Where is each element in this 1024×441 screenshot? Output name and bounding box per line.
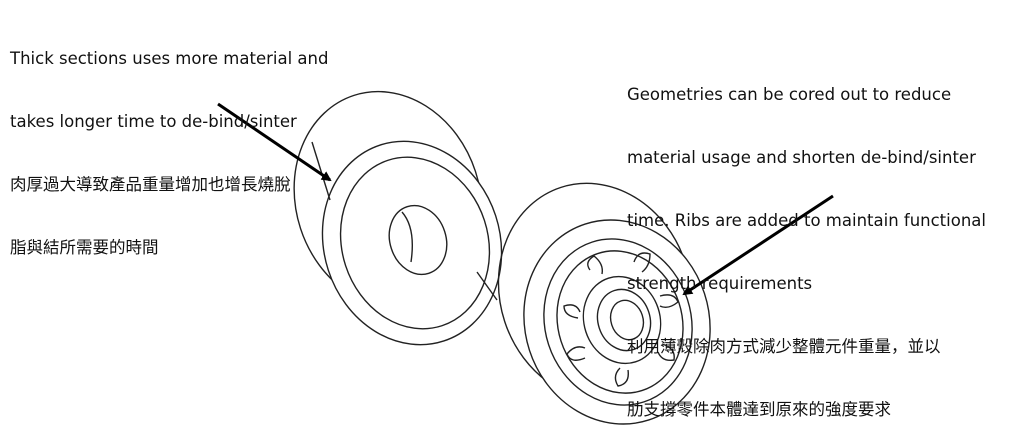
part-comparison-illustration	[217, 90, 834, 425]
right-note-line-2: material usage and shorten de-bind/sinte…	[627, 148, 976, 167]
solid-thick-part	[293, 90, 503, 346]
right-note-line-5: 利用薄殼除肉方式減少整體元件重量，並以	[627, 337, 941, 356]
left-annotation: Thick sections uses more material and ta…	[10, 6, 328, 279]
right-note-line-6: 肋支撐零件本體達到原來的強度要求	[627, 400, 891, 419]
left-note-line-3: 肉厚過大導致產品重量增加也增長燒脫	[10, 175, 291, 194]
left-note-line-4: 脂與結所需要的時間	[10, 238, 159, 257]
right-note-line-4: strength requirements	[627, 274, 813, 293]
left-note-line-2: takes longer time to de-bind/sinter	[10, 112, 297, 131]
arrow-to-ribbed-part	[682, 194, 834, 296]
right-note-line-1: Geometries can be cored out to reduce	[627, 85, 952, 104]
right-note-line-3: time. Ribs are added to maintain functio…	[627, 211, 986, 230]
right-annotation: Geometries can be cored out to reduce ma…	[627, 42, 986, 441]
arrow-to-solid-part	[217, 102, 332, 182]
cored-ribbed-part	[497, 182, 711, 425]
left-note-line-1: Thick sections uses more material and	[10, 49, 329, 68]
